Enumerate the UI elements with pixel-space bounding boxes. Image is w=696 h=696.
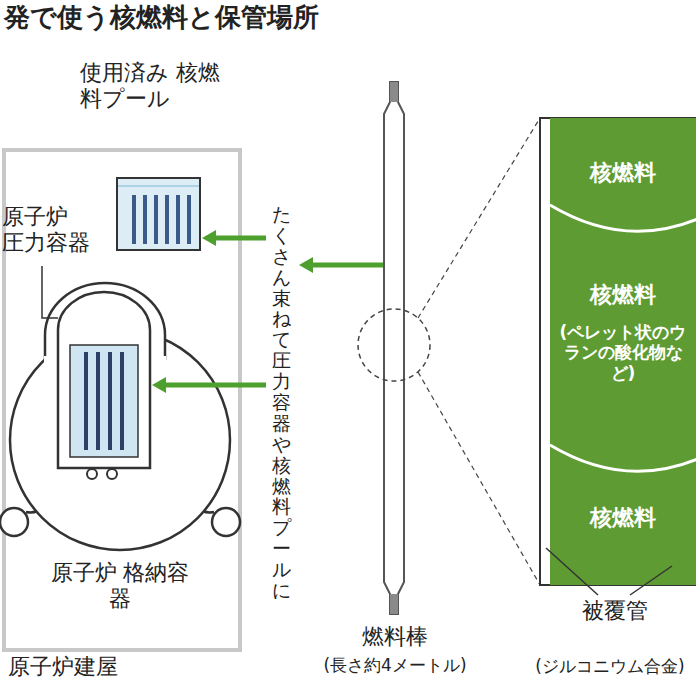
- pellet-boundary: [550, 205, 696, 231]
- pool-fuel-bars: [134, 195, 189, 244]
- containment-sphere: [10, 330, 230, 550]
- zoom-circle: [358, 309, 430, 381]
- vertical-text: たくさん束ねて圧力容器や核燃料プールに: [272, 204, 291, 601]
- part-note: (ペレット状のウランの酸化物など): [558, 322, 688, 383]
- part-label: (ジルコニウム合金): [530, 656, 690, 676]
- flow-arrow: [299, 257, 383, 273]
- fuel-rod: [384, 82, 404, 614]
- diagram-part: 核燃料: [550, 470, 696, 582]
- part-label: 原子炉 圧力容器: [2, 204, 96, 257]
- diagram-part: 原子炉 圧力容器: [58, 292, 150, 472]
- vessel-nozzle: [87, 469, 97, 479]
- pool-water-line: [118, 185, 199, 187]
- arrow-shaft: [311, 263, 383, 268]
- leader-line: [546, 548, 598, 595]
- part-label: 燃料棒: [315, 624, 475, 650]
- arrow-head: [299, 257, 313, 273]
- leader-line: [630, 566, 672, 595]
- part-label: 被覆管: [560, 598, 670, 624]
- containment-torus: [0, 508, 28, 536]
- vessel-water: [70, 345, 138, 457]
- diagram-title: 発で使う核燃料と保管場所: [4, 2, 319, 33]
- part-label: 使用済み 核燃料プール: [80, 60, 225, 113]
- part-label: 原子炉建屋: [8, 654, 148, 680]
- diagram-part: 原子炉 格納容器原子炉 圧力容器: [10, 283, 230, 551]
- flow-arrow: [202, 230, 266, 246]
- rod-end-cap: [390, 82, 398, 102]
- rod-end-cap: [390, 594, 398, 614]
- arrow-shaft: [164, 383, 266, 388]
- part-label: 核燃料: [550, 505, 696, 531]
- part-label: 核燃料: [550, 282, 696, 308]
- pool-tank: [117, 178, 200, 250]
- vessel-fuel-bars: [86, 352, 122, 450]
- diagram-part: 原子炉建屋使用済み 核燃料プール原子炉 格納容器原子炉 圧力容器: [4, 150, 240, 650]
- vessel-nozzle: [107, 469, 117, 479]
- arrow-head: [152, 377, 166, 393]
- pellet-boundary: [550, 445, 696, 471]
- diagram-part: 核燃料: [550, 120, 696, 205]
- diagram-part: 使用済み 核燃料プール: [117, 178, 200, 250]
- part-label: 核燃料: [550, 160, 696, 186]
- leader-line: [42, 266, 58, 318]
- pressure-vessel-outline: [58, 292, 150, 468]
- zoom-line: [418, 118, 540, 318]
- diagram-part: 核燃料 (ペレット状のウランの酸化物など): [550, 232, 696, 442]
- zoom-line: [418, 372, 540, 585]
- part-note: (長さ約4メートル): [300, 655, 490, 675]
- flow-arrow: [152, 377, 266, 393]
- cladding-tube: [540, 118, 696, 585]
- arrow-head: [202, 230, 216, 246]
- vertical-caption: たくさん束ねて圧力容器や核燃料プールに: [266, 198, 297, 607]
- part-label: 原子炉 格納容器: [45, 560, 195, 613]
- arrow-shaft: [214, 236, 266, 241]
- diagram-part: 燃料棒(長さ約4メートル): [383, 82, 405, 614]
- containment-torus: [212, 508, 240, 536]
- fuel-pellet-column: [550, 118, 696, 585]
